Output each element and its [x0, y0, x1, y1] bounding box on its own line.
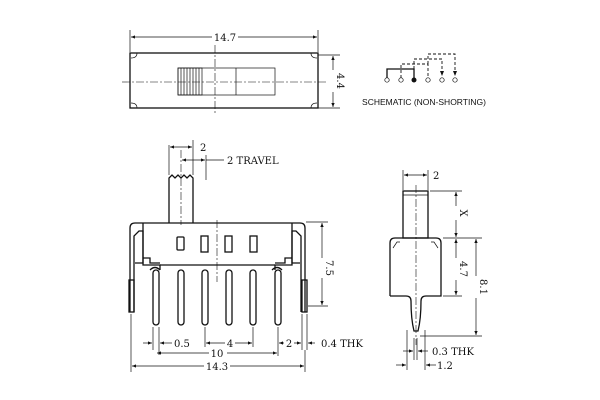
front-thickness-label: 0.4 THK [321, 339, 363, 350]
actuator-height-dim: X [457, 209, 468, 217]
side-thickness-label: 0.3 THK [432, 347, 474, 358]
top-height-dim: 4.4 [334, 73, 345, 89]
side-actuator-dim: 2 [433, 171, 439, 182]
body-height-dim: 4.7 [457, 261, 468, 277]
pin-to-leg-dim: 2 [286, 339, 292, 350]
top-view: 14.7 4.4 [122, 30, 345, 115]
front-height-dim: 7.5 [323, 260, 334, 276]
top-width-dim: 14.7 [214, 33, 236, 44]
front-actuator-dim: 2 [200, 143, 206, 154]
overall-height-dim: 8.1 [477, 279, 488, 295]
pin-span-dim: 10 [211, 349, 224, 360]
pin-width-dim-side: 1.2 [437, 361, 453, 372]
side-view: 2 X 4.7 8.1 0.3 THK 1.2 [389, 170, 488, 372]
schematic: SCHEMATIC (NON-SHORTING) [362, 53, 486, 107]
front-view: 2 2 TRAVEL 7.5 0.5 4 2 0.4 THK 10 14.3 [128, 140, 363, 373]
pin-width-dim: 0.5 [174, 339, 190, 350]
schematic-label: SCHEMATIC (NON-SHORTING) [362, 97, 486, 107]
overall-width-dim: 14.3 [206, 362, 228, 373]
travel-label: 2 TRAVEL [227, 156, 279, 167]
pins [128, 269, 308, 326]
pin-pitch-dim: 4 [227, 339, 233, 350]
